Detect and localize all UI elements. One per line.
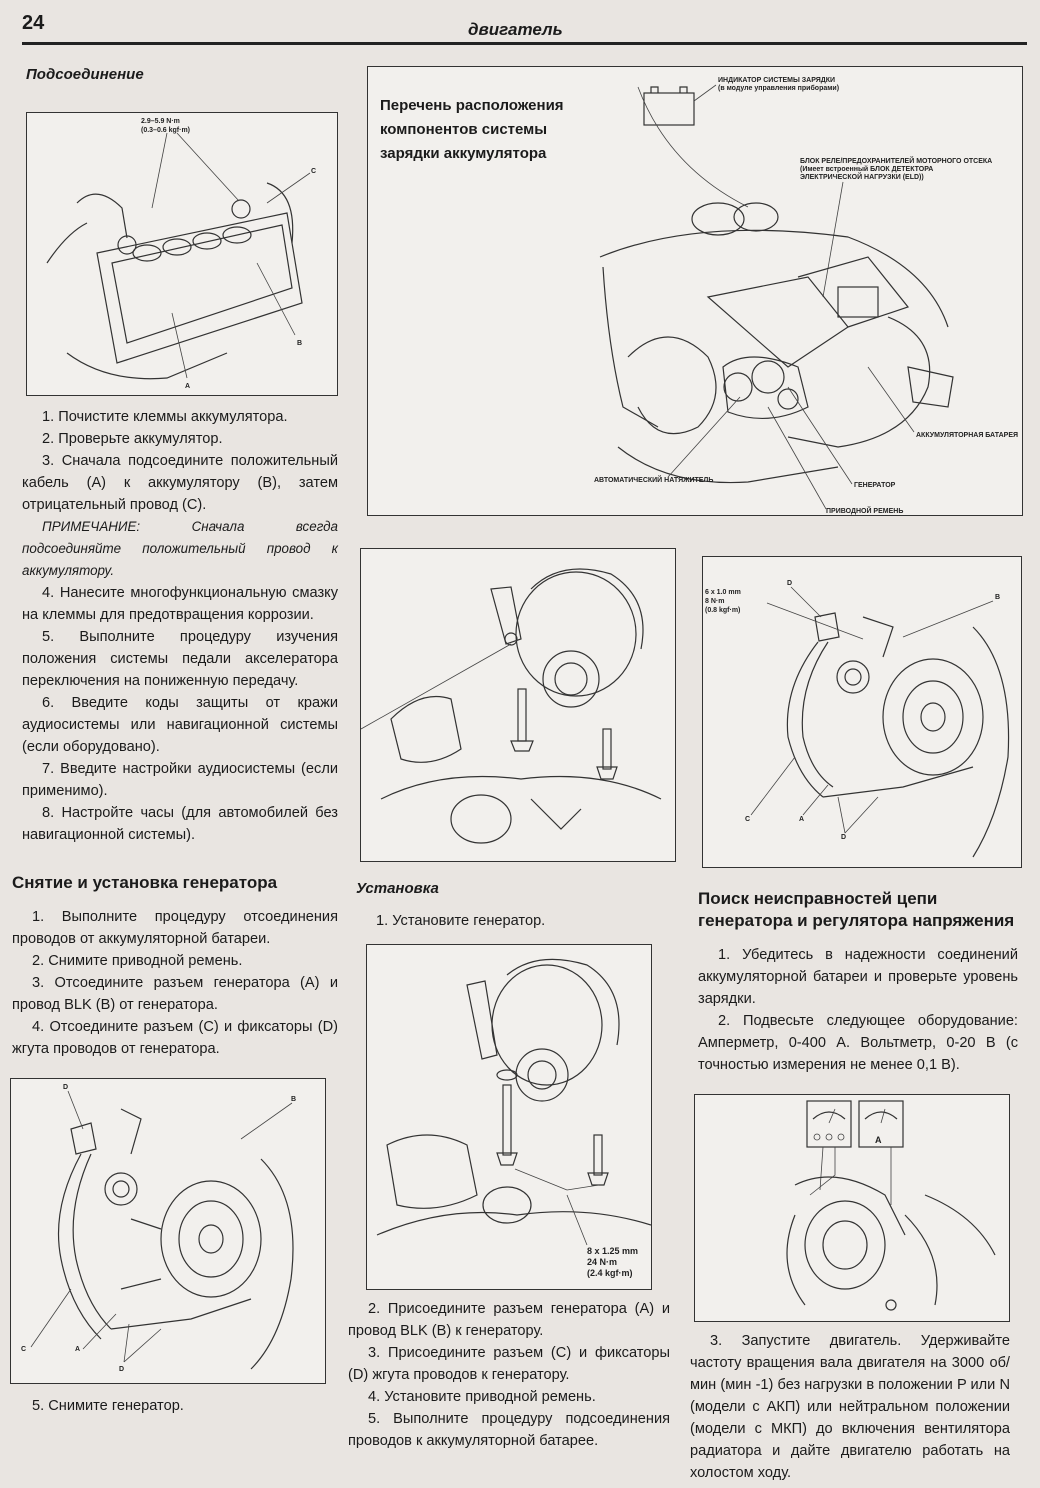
torque-label: 8 N·m — [705, 598, 724, 605]
page-number: 24 — [22, 12, 45, 34]
torque-kgf-label: (0.3–0.6 kgf·m) — [141, 127, 190, 134]
step-text: 5. Выполните процедуру изучения положени… — [22, 629, 338, 689]
label-c: C — [745, 816, 750, 823]
step-text: 3. Присоедините разъем (С) и фиксаторы (… — [348, 1345, 670, 1383]
removal-figure: D B C A D — [10, 1078, 326, 1384]
torque-label: 2.9–5.9 N·m — [141, 118, 180, 125]
ammeter-label: A — [875, 1135, 882, 1145]
components-figure: Перечень расположения компонентов систем… — [367, 66, 1023, 516]
torque-label: 24 N·m — [587, 1257, 617, 1267]
step-text: 3. Запустите двигатель. Удерживайте част… — [690, 1333, 1010, 1481]
step-text: 2. Снимите приводной ремень. — [32, 953, 243, 969]
label-c: C — [21, 1346, 26, 1353]
step-text: 7. Введите настройки аудиосистемы (если … — [22, 761, 338, 799]
indicator-label: ИНДИКАТОР СИСТЕМЫ ЗАРЯДКИ — [718, 77, 835, 84]
connection-steps: 1. Почистите клеммы аккумулятора. 2. Про… — [22, 406, 338, 846]
step-text: 1. Выполните процедуру отсоединения пров… — [12, 909, 338, 947]
generator-label: ГЕНЕРАТОР — [854, 482, 896, 489]
chapter-title: двигатель — [468, 20, 563, 39]
removal-steps: 1. Выполните процедуру отсоединения пров… — [12, 906, 338, 1060]
meter-connection-figure: A — [694, 1094, 1010, 1322]
label-b: B — [995, 594, 1000, 601]
label-a: A — [75, 1346, 80, 1353]
bolt-size-label: 6 x 1.0 mm — [705, 589, 741, 596]
step-text: 1. Установите генератор. — [376, 913, 546, 929]
step-text: 2. Присоедините разъем генератора (А) и … — [348, 1301, 670, 1339]
tensioner-label: АВТОМАТИЧЕСКИЙ НАТЯЖИТЕЛЬ — [594, 475, 713, 484]
installation-steps: 2. Присоедините разъем генератора (А) и … — [348, 1298, 670, 1452]
step-text: 3. Отсоедините разъем генератора (А) и п… — [12, 975, 338, 1013]
label-a: A — [185, 383, 190, 390]
connector-figure: 6 x 1.0 mm 8 N·m (0.8 kgf·m) D B C A D — [702, 556, 1022, 868]
label-d: D — [63, 1084, 68, 1091]
label-c: C — [311, 168, 316, 175]
troubleshooting-step3: 3. Запустите двигатель. Удерживайте част… — [690, 1330, 1010, 1484]
troubleshooting-title: Поиск неисправностей цепи генератора и р… — [698, 889, 1015, 930]
label-b: B — [291, 1096, 296, 1103]
bolt-size-label: 8 x 1.25 mm — [587, 1246, 638, 1256]
step-text: 6. Введите коды защиты от кражи аудиосис… — [22, 695, 338, 755]
step-text: 2. Подвесьте следующее оборудование: Амп… — [698, 1013, 1018, 1073]
label-d: D — [787, 580, 792, 587]
belt-label: ПРИВОДНОЙ РЕМЕНЬ — [826, 506, 903, 515]
battery-connection-figure: 2.9–5.9 N·m (0.3–0.6 kgf·m) C B A — [26, 112, 338, 396]
torque-kgf-label: (2.4 kgf·m) — [587, 1268, 633, 1278]
relay-box-label: БЛОК РЕЛЕ/ПРЕДОХРАНИТЕЛЕЙ МОТОРНОГО ОТСЕ… — [800, 156, 992, 165]
installation-figure: 8 x 1.25 mm 24 N·m (2.4 kgf·m) — [366, 944, 652, 1290]
header-rule — [22, 42, 1027, 45]
label-a: A — [799, 816, 804, 823]
indicator-sub-label: (в модуле управления приборами) — [718, 84, 839, 92]
step-text: 8. Настройте часы (для автомобилей без н… — [22, 805, 338, 843]
step-text: 1. Убедитесь в надежности соединений акк… — [698, 947, 1018, 1007]
step-text: 2. Проверьте аккумулятор. — [42, 431, 223, 447]
note-text: ПРИМЕЧАНИЕ: Сначала всегда подсоединяйте… — [22, 519, 338, 578]
step-text: 4. Нанесите многофункциональную смазку н… — [22, 585, 338, 623]
label-d2: D — [119, 1366, 124, 1373]
step-text: 1. Почистите клеммы аккумулятора. — [42, 409, 288, 425]
label-b: B — [297, 340, 302, 347]
step-text: 5. Снимите генератор. — [32, 1398, 184, 1414]
torque-kgf-label: (0.8 kgf·m) — [705, 607, 740, 614]
battery-label: АККУМУЛЯТОРНАЯ БАТАРЕЯ — [916, 432, 1018, 439]
relay-box-sub2-label: ЭЛЕКТРИЧЕСКОЙ НАГРУЗКИ (ELD)) — [800, 172, 924, 181]
alternator-mount-figure — [360, 548, 676, 862]
installation-step1: 1. Установите генератор. — [356, 910, 676, 932]
step-text: 4. Установите приводной ремень. — [368, 1389, 596, 1405]
connection-subtitle: Подсоединение — [26, 66, 144, 83]
relay-box-sub-label: (Имеет встроенный БЛОК ДЕТЕКТОРА — [800, 165, 933, 173]
removal-title: Снятие и установка генератора — [12, 873, 278, 892]
label-d2: D — [841, 834, 846, 841]
step-text: 5. Выполните процедуру подсоединения про… — [348, 1411, 670, 1449]
step-text: 3. Сначала подсоедините положительный ка… — [22, 453, 338, 513]
step-text: 4. Отсоедините разъем (С) и фиксаторы (D… — [12, 1019, 338, 1057]
components-figure-title: Перечень расположения компонентов систем… — [380, 97, 564, 162]
removal-step5: 5. Снимите генератор. — [12, 1395, 332, 1417]
troubleshooting-steps: 1. Убедитесь в надежности соединений акк… — [698, 944, 1018, 1076]
installation-subtitle: Установка — [356, 880, 439, 897]
